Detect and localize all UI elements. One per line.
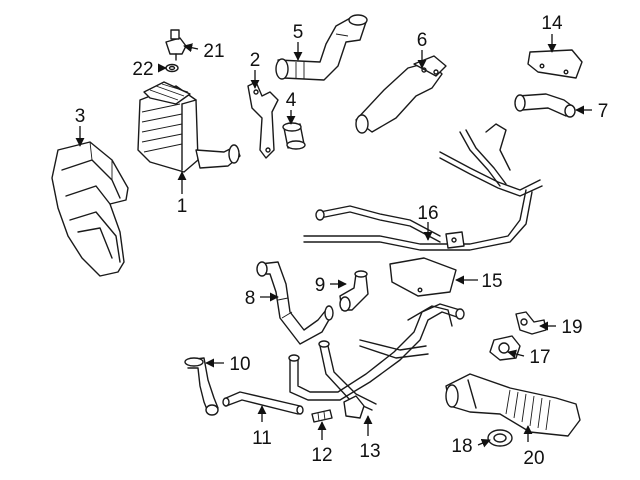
callout-22: 22 xyxy=(132,59,153,80)
part-14-cover xyxy=(527,49,583,79)
part-21-sensor xyxy=(165,29,187,61)
callout-13: 13 xyxy=(359,441,380,462)
part-11-tube xyxy=(222,391,304,415)
callout-7: 7 xyxy=(598,101,609,122)
callout-11: 11 xyxy=(252,428,272,449)
callout-1: 1 xyxy=(177,196,188,217)
callout-6: 6 xyxy=(417,30,428,51)
part-17-valve xyxy=(489,335,521,361)
part-20-intake-hose xyxy=(445,373,581,437)
leader-lines xyxy=(75,34,592,448)
callout-21: 21 xyxy=(203,41,224,62)
callout-8: 8 xyxy=(245,288,256,309)
callout-5: 5 xyxy=(293,22,304,43)
part-16-pipe-assembly xyxy=(303,123,543,251)
callout-20: 20 xyxy=(523,448,544,469)
callout-17: 17 xyxy=(529,347,550,368)
part-3-air-duct xyxy=(51,141,129,277)
part-5-hose xyxy=(275,14,368,81)
callout-18: 18 xyxy=(451,436,472,457)
part-8-hose xyxy=(256,261,334,345)
part-19-valve xyxy=(515,311,547,335)
callout-9: 9 xyxy=(315,275,326,296)
part-7-hose xyxy=(514,93,576,118)
part-4-coupling xyxy=(282,122,306,150)
callout-labels: 1 2 3 4 5 6 7 8 9 10 11 12 13 14 15 16 1… xyxy=(75,13,609,469)
part-13-pipe-assembly xyxy=(288,303,465,419)
part-15-plate xyxy=(389,257,457,297)
part-12-fitting xyxy=(311,409,333,423)
part-22-washer xyxy=(165,63,179,73)
callout-19: 19 xyxy=(561,317,582,338)
part-6-duct xyxy=(355,55,447,134)
part-10-hose xyxy=(184,357,219,416)
part-9-elbow xyxy=(339,270,369,312)
callout-12: 12 xyxy=(311,445,332,466)
part-18-clamp xyxy=(487,429,513,447)
callout-14: 14 xyxy=(541,13,563,34)
callout-2: 2 xyxy=(250,50,261,71)
callout-16: 16 xyxy=(417,203,438,224)
part-2-bracket xyxy=(247,81,279,159)
callout-15: 15 xyxy=(481,271,502,292)
callout-4: 4 xyxy=(286,90,297,111)
callout-10: 10 xyxy=(229,354,250,375)
callout-3: 3 xyxy=(75,106,86,127)
part-1-intercooler xyxy=(137,81,241,173)
